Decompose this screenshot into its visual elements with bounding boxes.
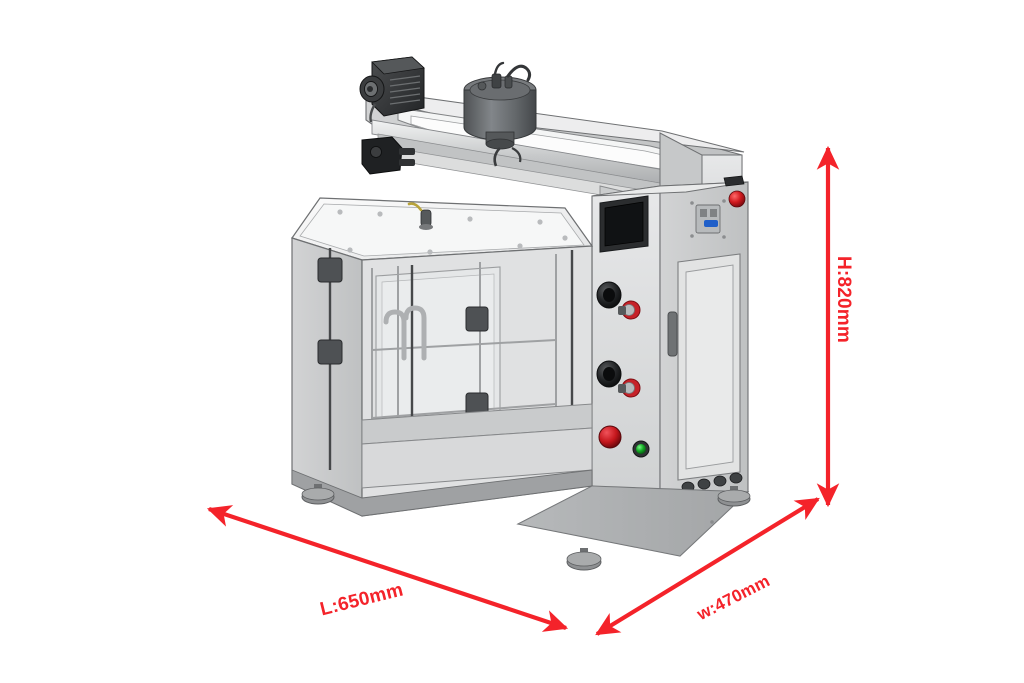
power-indicator-lamp[interactable] bbox=[636, 444, 646, 454]
gas-port-lower[interactable] bbox=[596, 360, 641, 398]
length-dimension-arrow bbox=[206, 505, 569, 632]
connector-panel bbox=[690, 199, 726, 239]
dimension-arrows bbox=[206, 145, 840, 636]
pneumatic-valve bbox=[361, 136, 415, 175]
control-cabinet bbox=[591, 175, 749, 501]
lid-sensor-fitting bbox=[407, 202, 433, 230]
width-dimension-arrow bbox=[595, 497, 820, 636]
side-access-door[interactable] bbox=[667, 253, 741, 481]
height-dimension-label: H:820mm bbox=[833, 256, 854, 343]
hmi-touchscreen[interactable] bbox=[599, 195, 649, 253]
base-plate bbox=[516, 485, 750, 557]
status-indicator-lamp[interactable] bbox=[728, 190, 746, 208]
slider-block-set bbox=[317, 257, 489, 418]
lid-fastener-set bbox=[337, 209, 568, 255]
internal-hook-set bbox=[383, 305, 427, 361]
main-chamber-body bbox=[291, 197, 594, 517]
door-handle[interactable] bbox=[667, 311, 678, 357]
vacuum-canister bbox=[463, 61, 537, 167]
emergency-stop-button[interactable] bbox=[598, 425, 622, 449]
drive-motor bbox=[359, 56, 425, 123]
gas-port-upper[interactable] bbox=[596, 281, 641, 320]
cable-connector bbox=[723, 175, 745, 187]
